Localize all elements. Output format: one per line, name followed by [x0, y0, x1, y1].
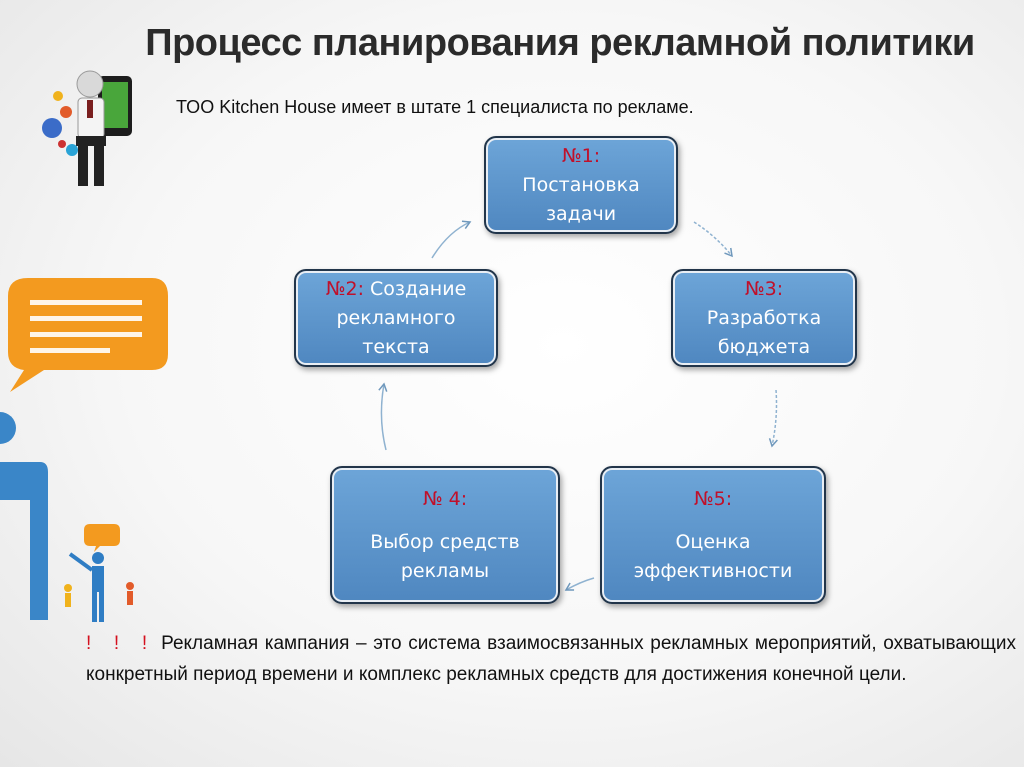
step-2-label: Создание рекламного текста	[336, 277, 467, 358]
arrow-step4-to-step2	[378, 382, 388, 451]
arrow-step2-to-step1	[431, 220, 472, 259]
step-5-label: Оценка эффективности	[633, 530, 793, 582]
step-3-box: №3: Разработка бюджета	[671, 269, 857, 367]
step-1-label: Постановка задачи	[522, 173, 640, 225]
person-silhouette-icon	[0, 412, 48, 620]
step-4-number: № 4:	[422, 487, 468, 510]
step-2-number: №2:	[325, 277, 364, 300]
arrow-step1-to-step3	[693, 221, 733, 258]
speech-bubble-icon	[8, 278, 168, 392]
arrow-step5-to-step4	[564, 577, 595, 591]
step-5-number: №5:	[693, 487, 733, 510]
subtitle: ТОО Kitchen House имеет в штате 1 специа…	[176, 97, 694, 117]
page-title: Процесс планирования рекламной политики	[145, 22, 975, 64]
step-2-box: №2: Создание рекламного текста	[294, 269, 498, 367]
step-5-box: №5: Оценка эффективности	[600, 466, 826, 604]
step-1-box: №1: Постановка задачи	[484, 136, 678, 234]
exclamation-marks: ! ! !	[86, 633, 148, 654]
step-3-number: №3:	[744, 277, 784, 300]
arrow-step3-to-step5	[768, 389, 778, 448]
step-1-number: №1:	[561, 144, 601, 167]
step-3-label: Разработка бюджета	[706, 306, 822, 358]
step-4-label: Выбор средств рекламы	[370, 530, 520, 582]
definition-note: ! ! !Рекламная кампания – это система вз…	[86, 628, 1016, 690]
people-group-icon	[64, 524, 134, 622]
person-with-phone-icon	[42, 70, 132, 186]
definition-text: Рекламная кампания – это система взаимос…	[86, 633, 1016, 685]
step-4-box: № 4: Выбор средств рекламы	[330, 466, 560, 604]
